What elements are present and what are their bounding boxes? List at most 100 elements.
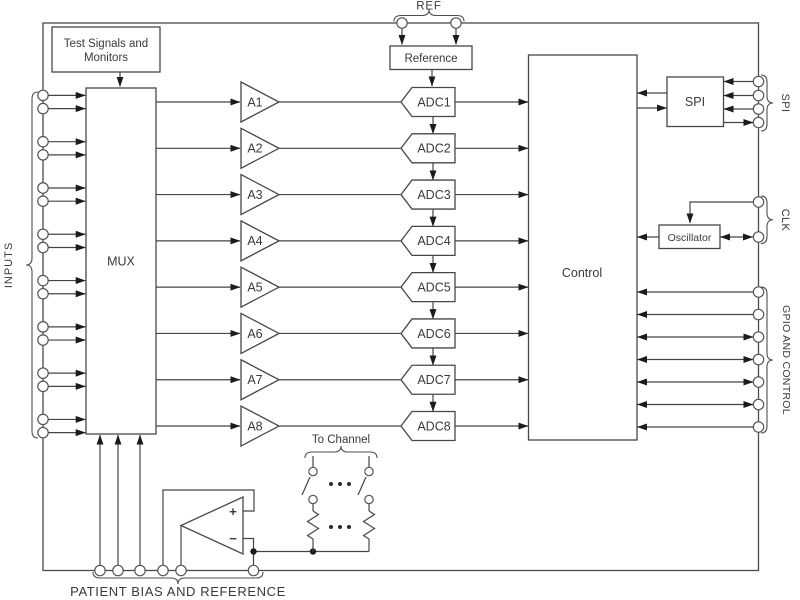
switch-branch-2 bbox=[357, 456, 376, 552]
oscillator-label: Oscillator bbox=[668, 232, 712, 244]
switch-terminal bbox=[308, 466, 318, 477]
control-label: Control bbox=[562, 266, 602, 280]
switch-terminal bbox=[364, 466, 374, 477]
control-box bbox=[527, 54, 638, 441]
mux-box bbox=[85, 87, 157, 435]
inputs-label: INPUTS bbox=[3, 242, 15, 288]
spi-pin bbox=[752, 116, 765, 129]
input-pin bbox=[37, 149, 49, 161]
adc-label: ADC1 bbox=[417, 95, 450, 109]
switch-lever bbox=[301, 476, 311, 496]
bias-pin bbox=[175, 564, 187, 577]
gpio-pins-brace bbox=[760, 286, 774, 434]
clk-pins-brace bbox=[760, 195, 774, 245]
adc-label: ADC3 bbox=[417, 188, 450, 202]
inputs-group: INPUTS bbox=[3, 91, 39, 439]
input-pin bbox=[37, 135, 49, 148]
amp-label: A4 bbox=[247, 234, 262, 248]
amp-label: A8 bbox=[247, 419, 262, 433]
opamp-feedback-wire bbox=[243, 537, 255, 570]
spi-pins-annotation: SPI bbox=[760, 74, 791, 132]
input-pin bbox=[37, 413, 49, 426]
input-pin bbox=[37, 195, 49, 207]
input-pin bbox=[37, 241, 49, 254]
adc-pentagon bbox=[400, 225, 456, 257]
clk-pin bbox=[752, 231, 765, 243]
reference-box bbox=[389, 45, 473, 71]
ref-pin bbox=[396, 17, 408, 29]
gpio-pin bbox=[752, 376, 765, 388]
bias-pin bbox=[134, 564, 146, 577]
gpio-annotation: GPIO AND CONTROL bbox=[760, 286, 792, 434]
channel-1: A1 ADC1 bbox=[37, 80, 529, 135]
bias-pins-group bbox=[94, 434, 260, 577]
spi-pins-brace bbox=[760, 74, 774, 132]
ref-pin bbox=[450, 17, 462, 29]
resistor bbox=[362, 510, 376, 540]
adc-pentagon bbox=[400, 179, 456, 210]
spi-label: SPI bbox=[685, 95, 705, 109]
to-channel-label: To Channel bbox=[312, 434, 370, 446]
amp-label: A6 bbox=[247, 327, 262, 341]
input-pin bbox=[37, 334, 49, 346]
opamp-plus-input-wire bbox=[162, 489, 255, 570]
opamp-triangle bbox=[179, 495, 244, 556]
to-channel-brace bbox=[304, 445, 378, 459]
amp-triangle bbox=[240, 173, 281, 216]
adc-label: ADC8 bbox=[417, 419, 450, 433]
amp-label: A5 bbox=[247, 280, 262, 294]
gpio-pin bbox=[752, 308, 765, 321]
amp-triangle bbox=[240, 80, 281, 124]
test-signals-block: Test Signals and Monitors bbox=[51, 26, 161, 87]
amp-label: A1 bbox=[247, 95, 262, 109]
adc-label: ADC7 bbox=[417, 373, 450, 387]
gpio-pin bbox=[752, 421, 765, 433]
input-pin bbox=[37, 89, 49, 102]
adc-pentagon bbox=[400, 410, 456, 442]
channel-4: A4 ADC4 bbox=[37, 219, 529, 273]
gpio-pin bbox=[752, 331, 765, 343]
input-pin bbox=[37, 380, 49, 393]
amp-triangle bbox=[240, 127, 281, 170]
amp-triangle bbox=[240, 312, 281, 355]
amp-label: A2 bbox=[247, 142, 262, 156]
amp-triangle bbox=[240, 266, 281, 309]
spi-pins-label: SPI bbox=[779, 94, 791, 113]
inputs-brace bbox=[25, 91, 39, 439]
bias-pin bbox=[112, 564, 124, 577]
amp-label: A7 bbox=[247, 373, 262, 387]
bias-pin bbox=[94, 564, 106, 577]
bias-pin bbox=[157, 564, 169, 577]
gpio-pin bbox=[752, 353, 765, 366]
input-pin bbox=[37, 182, 49, 194]
gpio-pin bbox=[752, 398, 765, 411]
spi-block: SPI bbox=[637, 76, 725, 128]
input-pin bbox=[37, 287, 49, 300]
gpio-pin bbox=[752, 286, 765, 298]
adc-pentagon bbox=[400, 86, 456, 118]
adc-label: ADC6 bbox=[417, 327, 450, 341]
adc-pentagon bbox=[400, 272, 456, 303]
bias-pin bbox=[247, 564, 260, 577]
clk-group: CLK bbox=[686, 195, 791, 245]
adc-pentagon bbox=[400, 364, 456, 395]
input-pin bbox=[37, 102, 49, 115]
patient-bias-annotation: PATIENT BIAS AND REFERENCE bbox=[70, 571, 285, 599]
spi-pin bbox=[752, 89, 765, 102]
channel-7: A7 ADC7 bbox=[37, 358, 529, 412]
test-signals-box bbox=[51, 26, 161, 73]
switch-terminal bbox=[308, 494, 318, 505]
adc-label: ADC4 bbox=[417, 234, 450, 248]
input-pin bbox=[37, 321, 49, 333]
input-pin bbox=[37, 367, 49, 379]
to-channel-group: To Channel bbox=[304, 434, 378, 459]
switch-terminal bbox=[364, 494, 374, 505]
ref-label: REF bbox=[416, 1, 441, 13]
clk-pin bbox=[752, 196, 765, 208]
clk-pins-label: CLK bbox=[779, 209, 791, 232]
adc-label: ADC2 bbox=[417, 142, 450, 156]
